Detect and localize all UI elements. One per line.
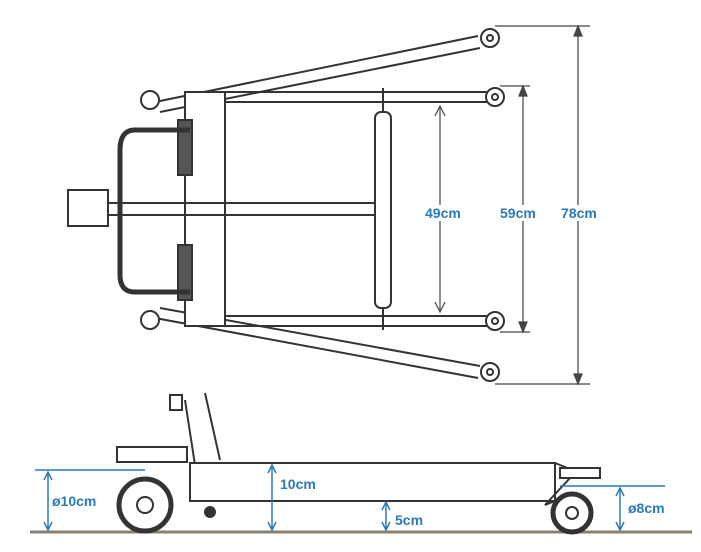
base-beam bbox=[189, 462, 556, 502]
inner-leg-bottom bbox=[195, 315, 488, 327]
dimension-front-wheel: ø8cm bbox=[628, 500, 665, 516]
dimension-rear-wheel: ø10cm bbox=[52, 493, 97, 509]
leg-tip-top-outer bbox=[480, 28, 500, 48]
front-wheel bbox=[550, 491, 594, 535]
top-dimension-lines bbox=[434, 24, 590, 386]
dimension-base-height: 10cm bbox=[280, 476, 316, 492]
leg-tip-bottom-inner bbox=[485, 311, 505, 331]
inner-leg-top bbox=[195, 91, 488, 103]
top-view bbox=[67, 28, 505, 382]
boom bbox=[75, 202, 385, 216]
side-dimension-lines bbox=[35, 463, 665, 532]
dimension-49cm: 49cm bbox=[424, 205, 462, 221]
push-handle bbox=[117, 127, 190, 295]
spreader-bar bbox=[374, 111, 392, 309]
dimension-ground-clearance: 5cm bbox=[395, 512, 424, 528]
leg-tip-bottom-outer bbox=[480, 362, 500, 382]
dimension-59cm: 59cm bbox=[499, 205, 537, 221]
mast bbox=[169, 392, 221, 466]
leg-tip-top-inner bbox=[485, 87, 505, 107]
dimension-78cm: 78cm bbox=[560, 205, 598, 221]
side-view bbox=[30, 392, 692, 535]
rear-wheel bbox=[116, 476, 174, 534]
boom-head bbox=[67, 189, 109, 227]
